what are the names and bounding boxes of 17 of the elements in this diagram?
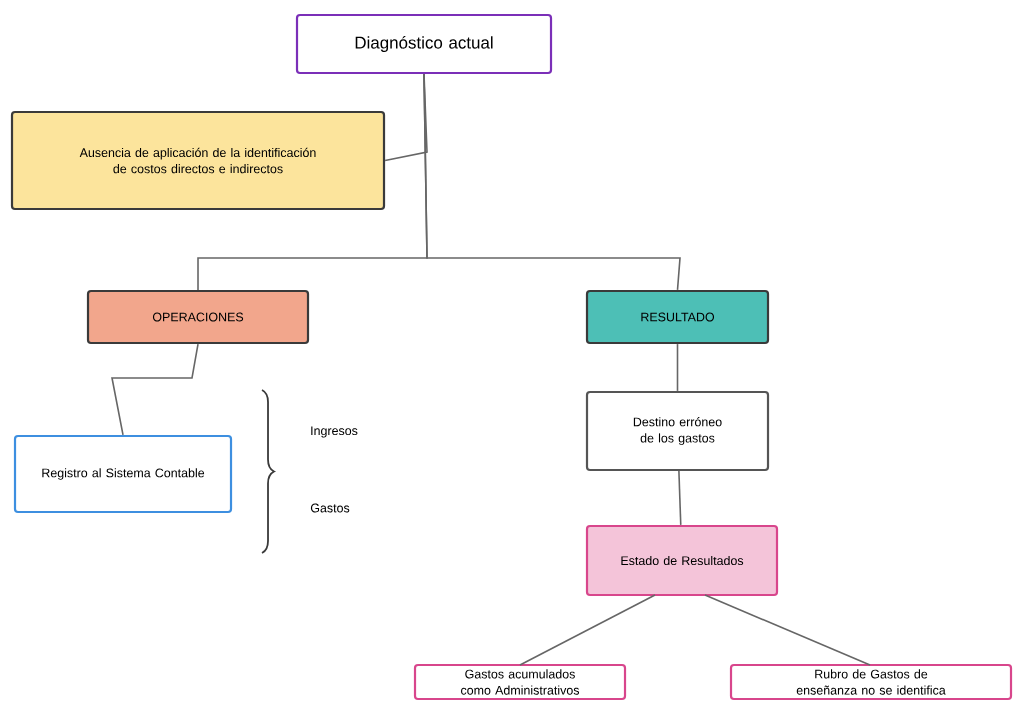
- brace-label: Ingresos: [311, 426, 358, 438]
- connector-line: [678, 470, 682, 526]
- process-box: Estado de Resultados: [585, 524, 779, 597]
- connector-line: [111, 343, 199, 436]
- process-box: Registro al Sistema Contable: [13, 434, 233, 514]
- process-box: Destino erróneo de los gastos: [585, 390, 770, 472]
- connector-line: [423, 73, 681, 291]
- category-box: RESULTADO: [585, 289, 770, 345]
- title-box: Diagnóstico actual: [295, 13, 553, 75]
- category-box: OPERACIONES: [86, 289, 310, 345]
- outcome-box: Gastos acumulados como Administrativos: [413, 663, 627, 701]
- connector-line: [704, 594, 871, 666]
- brace-label: Gastos: [310, 503, 350, 513]
- connector-line: [676, 343, 679, 392]
- problem-box: Ausencia de aplicación de la identificación de costos directos e indirectos: [10, 110, 386, 211]
- outcome-box: Rubro de Gastos de enseñanza no se identifica: [729, 663, 1013, 701]
- connector-line: [519, 594, 656, 666]
